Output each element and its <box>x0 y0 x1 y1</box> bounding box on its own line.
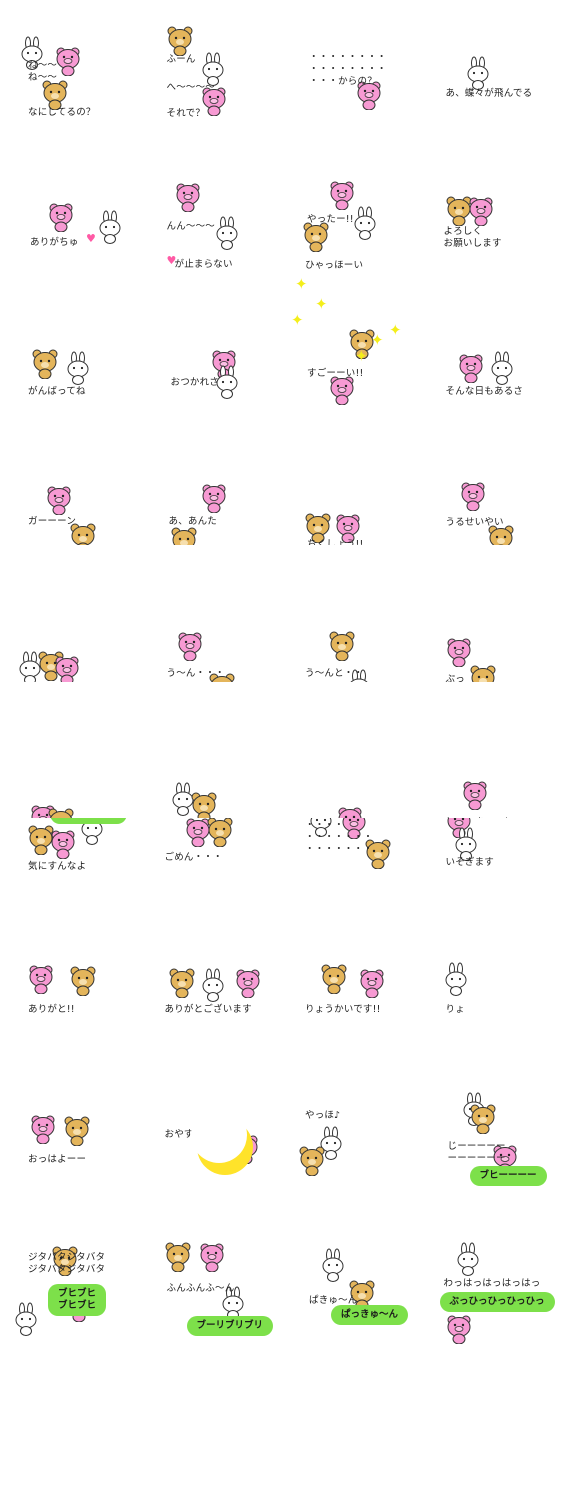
sticker-text: わっはっはっはっはっ <box>443 1278 541 1290</box>
sticker-text: ガーーーン <box>28 516 77 528</box>
sticker-cell[interactable]: おやすみ <box>141 1091 282 1227</box>
sticker-cell[interactable]: んん～～～ が止まらない♥ <box>141 136 282 272</box>
sticker-cell[interactable]: ・・・・・・・・ ・・・・・・・・ ・・・からの？ <box>281 0 422 136</box>
sticker-text: よろしく お願いします <box>443 226 502 250</box>
sticker-cell[interactable]: じーーーーー ーーーーーーブヒーーーー <box>422 1091 562 1227</box>
sticker-text: おつかれさ <box>170 376 220 388</box>
sticker-cell[interactable]: ね～～ ね～～ なにしてるの？ <box>0 0 141 136</box>
sticker-text: ジタバタジタバタ ジタバタジタバタ <box>28 1252 106 1276</box>
sticker-cell[interactable]: ・・・・ ・・・・・・・ ・・・・・・・ <box>281 818 422 954</box>
sticker-cell[interactable]: やっほ♪ <box>281 1091 422 1227</box>
sticker-cell[interactable]: ふーんへ～～～～ それで？ <box>141 0 282 136</box>
sticker-text: すごーーい!! <box>307 367 364 379</box>
sparkle-icon: ✦ <box>291 310 304 329</box>
sticker-text: ぷっ <box>445 674 465 682</box>
sticker-cell[interactable]: うるうる <box>0 682 141 819</box>
sticker-cell[interactable]: そんな日もあるさ <box>422 273 562 409</box>
sticker-text: しゃっきーっと・・・ <box>446 817 543 818</box>
sticker-cell[interactable]: いそぎます <box>422 818 562 954</box>
sticker-cell[interactable]: う～んと・・バカなのかな？ <box>281 545 422 682</box>
sticker-text: う～んと・・ <box>305 668 364 680</box>
speech-bubble: ブヒブヒ ブヒブヒ <box>48 1284 107 1317</box>
moon-icon <box>190 1106 253 1175</box>
sticker-text: ありがとございます <box>164 1003 252 1015</box>
sparkle-icon: ✦ <box>389 320 402 339</box>
sticker-text: りょ <box>445 1003 465 1015</box>
sticker-text: ありがと!! <box>28 1003 75 1015</box>
sticker-cell[interactable]: あ、あんた鬼か <box>141 409 282 546</box>
sticker-text: ごめん・・・ <box>164 852 223 864</box>
sticker-cell[interactable]: ぱきゅ～んぱっきゅ～ん <box>281 1227 422 1363</box>
sticker-text: おやすみ <box>164 1128 204 1140</box>
sticker-text: ・・・・ ・・・・・・・ ・・・・・・・ <box>305 820 373 856</box>
sticker-text: ・・・・・・・・ ・・・・・・・・ ・・・からの？ <box>309 52 387 87</box>
sparkle-icon: ✦ <box>371 330 384 349</box>
speech-bubble: ぱっきゅ～ん <box>331 1305 409 1326</box>
sticker-cell[interactable]: すごーーい!!やりおるな✦✦✦✦✦✦ <box>281 273 422 409</box>
sticker-text: やったー!! <box>307 214 354 226</box>
sticker-cell[interactable]: 気にすんなよ ごめんなさい <box>0 818 141 954</box>
sticker-text: なにしてるの？ <box>28 107 96 118</box>
sticker-text: が止まらない <box>174 259 233 271</box>
sticker-cell[interactable]: りょ <box>422 955 562 1091</box>
heart-icon: ♥ <box>166 254 177 268</box>
sticker-text: いそぎます <box>445 857 495 869</box>
sticker-cell[interactable]: あ、蝶々が飛んでる <box>422 0 562 136</box>
sticker-cell[interactable]: ガーーーンなんてこった <box>0 409 141 546</box>
sticker-text: それで？ <box>166 108 206 119</box>
speech-bubble: ブーリブリブリ <box>186 1316 274 1337</box>
sticker-text: うるせいやい <box>445 517 504 529</box>
sticker-text: そんな日もあるさ <box>445 385 524 397</box>
sticker-cell[interactable]: いーなー <box>0 545 141 682</box>
sticker-cell[interactable]: りょうかいです!! <box>281 955 422 1091</box>
sticker-cell[interactable]: ちくしょう!! <box>281 409 422 545</box>
sticker-cell[interactable]: だばぁブヒーーー <box>141 682 282 819</box>
sticker-text: へ～～～～ <box>166 82 216 93</box>
sticker-text: ふんふんふ～ん <box>166 1283 235 1295</box>
sticker-text: ね～～ ね～～ <box>28 60 58 83</box>
sticker-text: ちくしょう!! <box>307 539 364 546</box>
sticker-cell[interactable]: がんばってね <box>0 273 141 409</box>
sticker-cell[interactable]: やったー!! ひゃっほーい <box>281 136 422 272</box>
speech-bubble: ぶっひっひっひっひっ <box>439 1292 555 1313</box>
sparkle-icon: ✦ <box>315 294 328 313</box>
sticker-cell[interactable]: ジタバタジタバタ ジタバタジタバタブヒブヒ ブヒブヒ <box>0 1227 141 1363</box>
sticker-text: ぱきゅ～ん <box>309 1295 358 1307</box>
sticker-text: ありがちゅ <box>30 237 79 249</box>
sticker-text: おっはよーー <box>28 1153 87 1165</box>
sticker-text: んん～～～ <box>166 221 216 233</box>
sticker-cell[interactable]: おっはよーー <box>0 1091 141 1227</box>
sticker-text: じーーーーー ーーーーーー <box>447 1140 506 1164</box>
sticker-cell[interactable]: わっはっはっはっはっぶっひっひっひっひっ <box>422 1227 562 1363</box>
sparkle-icon: ✦ <box>295 274 308 293</box>
speech-bubble: ブヒーーーー <box>469 1165 547 1186</box>
sticker-text: やっほ♪ <box>305 1109 341 1121</box>
sticker-cell[interactable]: ありがと!! <box>0 955 141 1091</box>
heart-icon: ♥ <box>86 232 96 246</box>
sticker-text: がんばってね <box>28 385 86 397</box>
sticker-cell[interactable]: ぷっぷ、ぷっ <box>422 545 562 682</box>
sparkle-icon: ✦ <box>355 346 368 365</box>
speech-bubble: ごめんなさい <box>50 818 128 825</box>
sticker-text: ふーん <box>166 54 196 65</box>
sticker-text: りょうかいです!! <box>305 1003 381 1015</box>
sticker-cell[interactable]: うるせいやいこれでもくらえ!! <box>422 409 562 546</box>
sticker-cell[interactable]: ごめん・・・ <box>141 818 282 954</box>
sticker-cell[interactable]: よろしく お願いします <box>422 136 562 272</box>
sticker-cell[interactable]: ふんふんふ～んブーリブリブリ <box>141 1227 282 1363</box>
sticker-cell[interactable]: しゃっきーっと・・・せんかい!! <box>422 682 562 818</box>
sticker-text: あ、あんた <box>168 516 218 528</box>
sticker-text: 気にすんなよ <box>28 861 87 873</box>
sticker-text: う～ん・・・ <box>166 668 225 680</box>
sticker-cell[interactable]: ありがちゅ ♥ <box>0 136 141 272</box>
sticker-cell[interactable]: ありがとございます <box>141 955 282 1091</box>
sticker-cell[interactable]: つかれたぁ～～～～ <box>281 682 422 819</box>
sticker-cell[interactable]: う～ん・・・くまった。くまった。 <box>141 545 282 682</box>
sticker-text: ひゃっほーい <box>305 260 364 272</box>
sticker-text: あ、蝶々が飛んでる <box>445 88 533 99</box>
sticker-cell[interactable]: おつかれさ <box>141 273 282 409</box>
